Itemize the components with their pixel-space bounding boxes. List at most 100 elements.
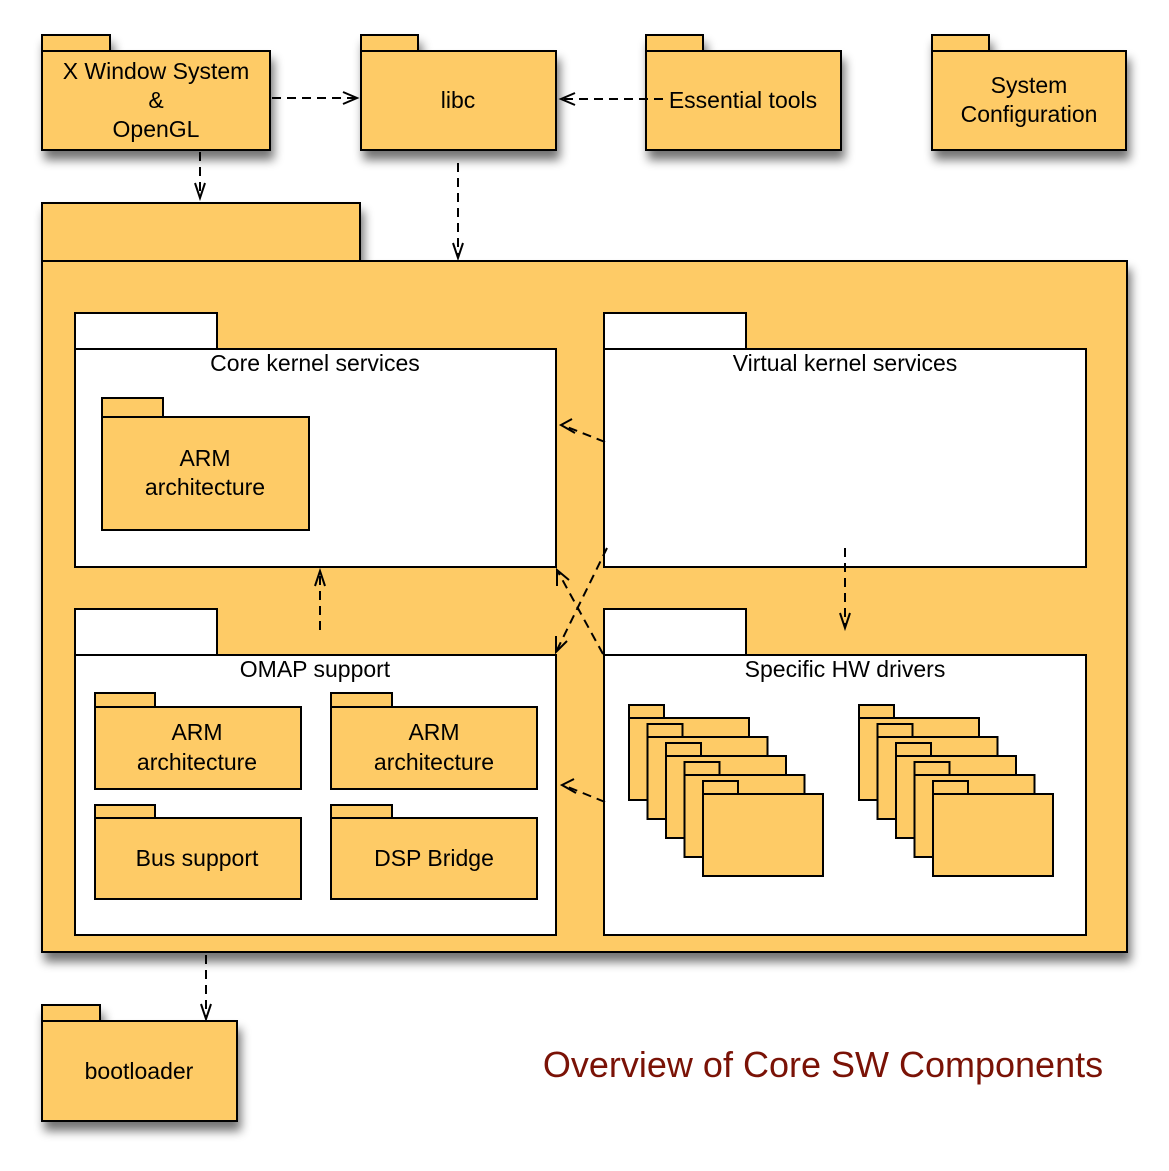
arrowhead-icon (342, 91, 360, 105)
x-window-label-line3: OpenGL (113, 116, 200, 142)
package-x-window-system[interactable] (41, 34, 271, 151)
package-body (94, 706, 302, 790)
package-bootloader[interactable] (41, 1004, 238, 1122)
arrowhead-icon (452, 242, 464, 262)
package-tab (41, 1004, 101, 1022)
package-body (41, 1020, 238, 1122)
arm-architecture-omap-2-line1: ARM (408, 719, 459, 745)
driver-package[interactable] (702, 780, 824, 877)
virtual-kernel-services-label: Virtual kernel services (733, 350, 958, 376)
omap-support-label: OMAP support (240, 656, 391, 682)
dep-xwindow-to-kernel (194, 152, 206, 202)
package-tab (683, 761, 721, 776)
dep-omap-to-core (314, 567, 326, 630)
essential-tools-label: Essential tools (669, 87, 817, 113)
dep-line (561, 424, 606, 443)
package-tab (101, 397, 164, 418)
package-arm-architecture-omap-1[interactable] (94, 692, 302, 790)
dep-hw-drivers-to-omap (559, 778, 606, 803)
package-tab (330, 804, 393, 819)
package-tab (94, 692, 156, 708)
package-tab (41, 34, 111, 52)
dep-hw-drivers-to-core (556, 567, 604, 655)
arrowhead-icon (555, 636, 568, 655)
arm-architecture-core-line1: ARM (179, 445, 230, 471)
package-tab (94, 804, 156, 819)
package-tab (603, 312, 747, 350)
package-tab (913, 761, 951, 776)
package-body (645, 50, 842, 151)
package-tab (628, 704, 665, 719)
package-virtual-kernel-services[interactable] (603, 312, 1087, 568)
package-bus-support[interactable] (94, 804, 302, 900)
package-body (603, 348, 1087, 568)
x-window-label-line2: & (148, 87, 163, 113)
x-window-label-line1: X Window System (63, 58, 250, 84)
libc-label: libc (441, 87, 476, 113)
arrowhead-icon (314, 567, 326, 587)
arm-architecture-omap-2-line2: architecture (374, 749, 494, 775)
package-essential-tools[interactable] (645, 34, 842, 151)
driver-stacks (628, 704, 1054, 877)
dep-libc-to-kernel (452, 163, 464, 262)
package-body (330, 706, 538, 790)
package-tab (646, 723, 684, 738)
core-kernel-services-label: Core kernel services (210, 350, 420, 376)
dep-essential-tools-to-libc[interactable] (558, 92, 663, 106)
package-body (94, 817, 302, 900)
arrowhead-icon (194, 182, 206, 202)
dep-line (562, 784, 606, 803)
package-tab (360, 34, 419, 52)
package-tab (932, 780, 969, 795)
package-tab (41, 202, 361, 262)
package-tab (603, 608, 747, 656)
arrowhead-icon (558, 418, 576, 434)
bootloader-label: bootloader (85, 1058, 194, 1084)
package-tab (895, 742, 932, 757)
arrowhead-icon (556, 567, 570, 586)
system-configuration-label-line1: System (991, 72, 1068, 98)
package-body (702, 793, 824, 877)
diagram-title: Overview of Core SW Components (543, 1044, 1103, 1085)
arrowhead-icon (200, 1003, 212, 1023)
dsp-bridge-label: DSP Bridge (374, 845, 494, 871)
package-tab (858, 704, 895, 719)
package-tab (645, 34, 704, 52)
arm-architecture-omap-1-line2: architecture (137, 749, 257, 775)
package-body (360, 50, 557, 151)
package-dsp-bridge[interactable] (330, 804, 538, 900)
arm-architecture-omap-1-line1: ARM (171, 719, 222, 745)
arrowhead-icon (558, 92, 576, 106)
package-arm-architecture-core[interactable] (101, 397, 310, 531)
driver-package[interactable] (932, 780, 1054, 877)
package-arm-architecture-omap-2[interactable] (330, 692, 538, 790)
package-tab (876, 723, 914, 738)
dep-virtual-to-omap (555, 547, 608, 655)
package-system-configuration[interactable] (931, 34, 1127, 151)
dep-virtual-to-core (558, 418, 606, 443)
arrowhead-icon (559, 778, 577, 794)
bus-support-label: Bus support (136, 845, 259, 871)
system-configuration-label-line2: Configuration (961, 101, 1098, 127)
package-tab (702, 780, 739, 795)
package-tab (330, 692, 393, 708)
specific-hw-drivers-label: Specific HW drivers (745, 656, 946, 682)
package-libc[interactable] (360, 34, 557, 151)
package-tab (665, 742, 702, 757)
dep-xwindow-to-libc (272, 91, 360, 105)
package-tab (74, 312, 218, 350)
driver-stack (858, 704, 1054, 877)
arm-architecture-core-line2: architecture (145, 474, 265, 500)
dep-kernel-to-bootloader (200, 955, 212, 1023)
dep-line (556, 569, 604, 655)
dep-virtual-to-hw-drivers (839, 548, 851, 632)
package-body (932, 793, 1054, 877)
dep-line (555, 547, 608, 653)
package-tab (931, 34, 990, 52)
arrowhead-icon (839, 612, 851, 632)
package-body (101, 416, 310, 531)
package-body (41, 50, 271, 151)
package-body (330, 817, 538, 900)
package-tab (74, 608, 218, 656)
